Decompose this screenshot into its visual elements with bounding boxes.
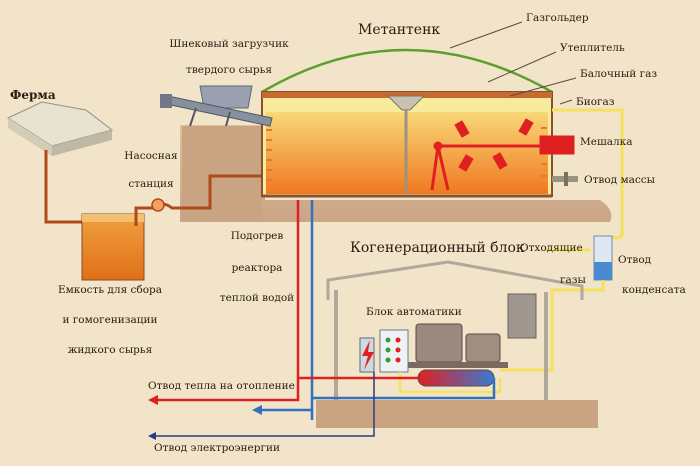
label-heating-2: реактора (231, 262, 283, 274)
screw-loader (160, 85, 273, 127)
collection-tank (81, 213, 145, 281)
generator-set (408, 293, 537, 368)
condensate-trap (593, 235, 613, 281)
switchboard (359, 337, 375, 373)
cogen-loop (398, 372, 502, 394)
label-farm: Ферма (10, 88, 56, 102)
label-tank-1: Емкость для сбора (57, 284, 163, 296)
label-exhaust-2: газы (560, 274, 586, 286)
label-digester: Метантенк (358, 22, 441, 38)
label-pump-station-1: Насосная (124, 150, 178, 162)
leader-lines (449, 21, 577, 105)
automation-cabinet (379, 329, 409, 373)
label-condensate-2: конденсата (622, 284, 686, 296)
pump-icon (151, 198, 165, 212)
label-screw-loader-2: твердого сырья (186, 64, 272, 76)
mixer (430, 118, 575, 191)
label-automation-block: Блок автоматики (366, 306, 462, 318)
label-exhaust-1: Отходящие (520, 242, 583, 254)
power-line (152, 372, 375, 437)
label-condensate-1: Отвод (618, 254, 652, 266)
mass-outlet-pipe (552, 172, 578, 186)
label-mass-outlet: Отвод массы (584, 174, 655, 186)
label-ballast-gas: Балочный газ (580, 68, 658, 80)
label-heating-1: Подогрев (230, 230, 284, 242)
label-screw-loader-1: Шнековый загрузчик (169, 38, 289, 50)
heat-cold-line (312, 378, 496, 400)
gas-to-cogen-pipe (500, 280, 605, 372)
hot-water-pipe (155, 200, 300, 402)
label-heat-outlet: Отвод тепла на отопление (148, 380, 295, 392)
cogeneration-house (316, 260, 598, 428)
label-tank-3: жидкого сырья (67, 344, 153, 356)
loader-platform (182, 126, 262, 221)
label-mixer: Мешалка (580, 136, 633, 148)
farm-building (6, 101, 114, 156)
biogas-pipe (552, 108, 624, 240)
label-power-outlet: Отвод электроэнергии (154, 442, 280, 454)
label-gasholder: Газгольдер (526, 12, 589, 24)
label-cogeneration-unit: Когенерационный блок (350, 240, 525, 256)
digester-tank (261, 91, 553, 198)
label-tank-2: и гомогенизации (62, 314, 158, 326)
digester-dome (261, 48, 553, 94)
label-pump-station-2: станция (128, 178, 174, 190)
heat-exchanger (417, 369, 495, 387)
farm-pipe (44, 150, 86, 224)
label-biogas: Биогаз (576, 96, 615, 108)
label-heating-3: теплой водой (219, 292, 295, 304)
label-insulation: Утеплитель (560, 42, 625, 54)
